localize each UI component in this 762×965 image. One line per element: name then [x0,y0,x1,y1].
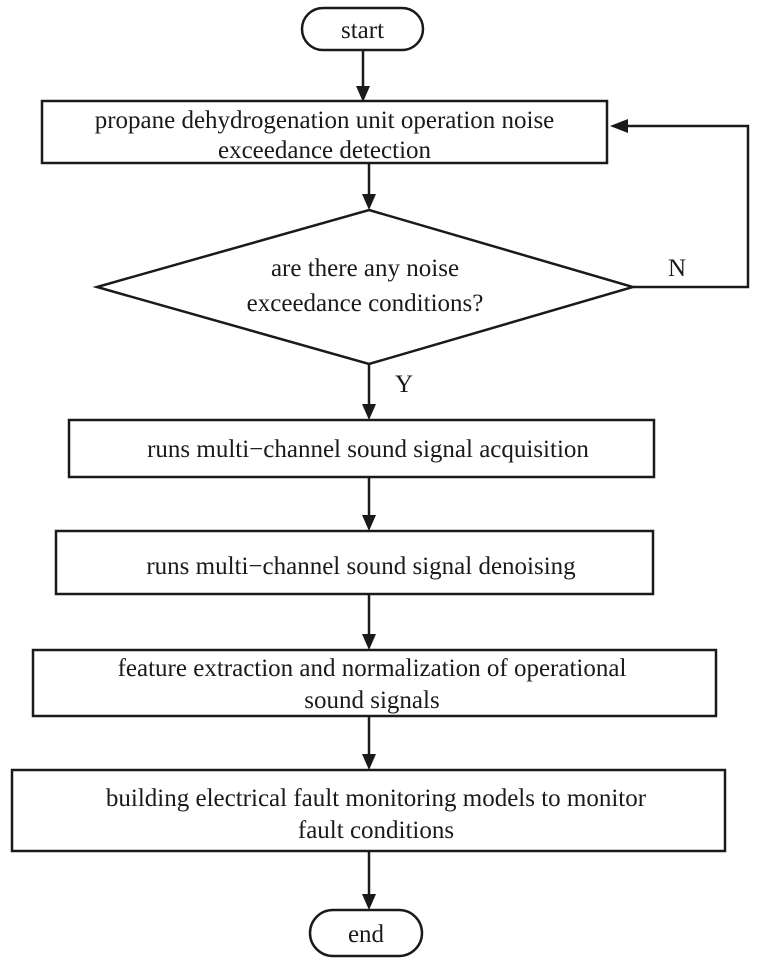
no-label: N [668,255,686,282]
denoising-step: runs multi−channel sound signal denoisin… [54,529,655,596]
detection-label-line2: exceedance detection [218,137,432,164]
features-label-line1: feature extraction and normalization of … [118,655,627,682]
acquisition-step: runs multi−channel sound signal acquisit… [67,418,656,479]
detection-box [40,99,609,165]
end-shape [308,908,424,958]
arrow-start-to-detection [356,50,370,102]
end-label: end [348,921,385,948]
start-label: start [341,17,384,44]
features-box [31,648,718,718]
denoising-box [54,529,655,596]
features-label-line2: sound signals [304,687,439,714]
decision-node: are there any noise exceedance condition… [92,208,638,366]
detection-label-line1: propane dehydrogenation unit operation n… [95,107,555,134]
arrow-denoising-to-features [362,594,376,650]
model-label-line2: fault conditions [298,817,454,844]
denoising-label: runs multi−channel sound signal denoisin… [146,553,576,580]
arrow-model-to-end [362,851,376,910]
decision-diamond [92,208,638,366]
arrow-yes-to-acquisition: Y [362,364,413,420]
model-label-line1: building electrical fault monitoring mod… [106,785,647,812]
acquisition-box [67,418,656,479]
yes-label: Y [395,371,413,398]
arrow-features-to-model [362,716,376,770]
decision-label-line2: exceedance conditions? [247,290,484,317]
arrow-detection-to-decision [362,163,376,210]
decision-label-line1: are there any noise [271,255,459,282]
arrow-acquisition-to-denoising [362,477,376,531]
acquisition-label: runs multi−channel sound signal acquisit… [147,436,589,463]
detection-step: propane dehydrogenation unit operation n… [40,99,609,165]
arrow-no-loop: N [610,119,750,289]
model-step: building electrical fault monitoring mod… [10,768,727,853]
features-step: feature extraction and normalization of … [31,648,718,718]
start-node: start [300,6,425,52]
end-node: end [308,908,424,958]
